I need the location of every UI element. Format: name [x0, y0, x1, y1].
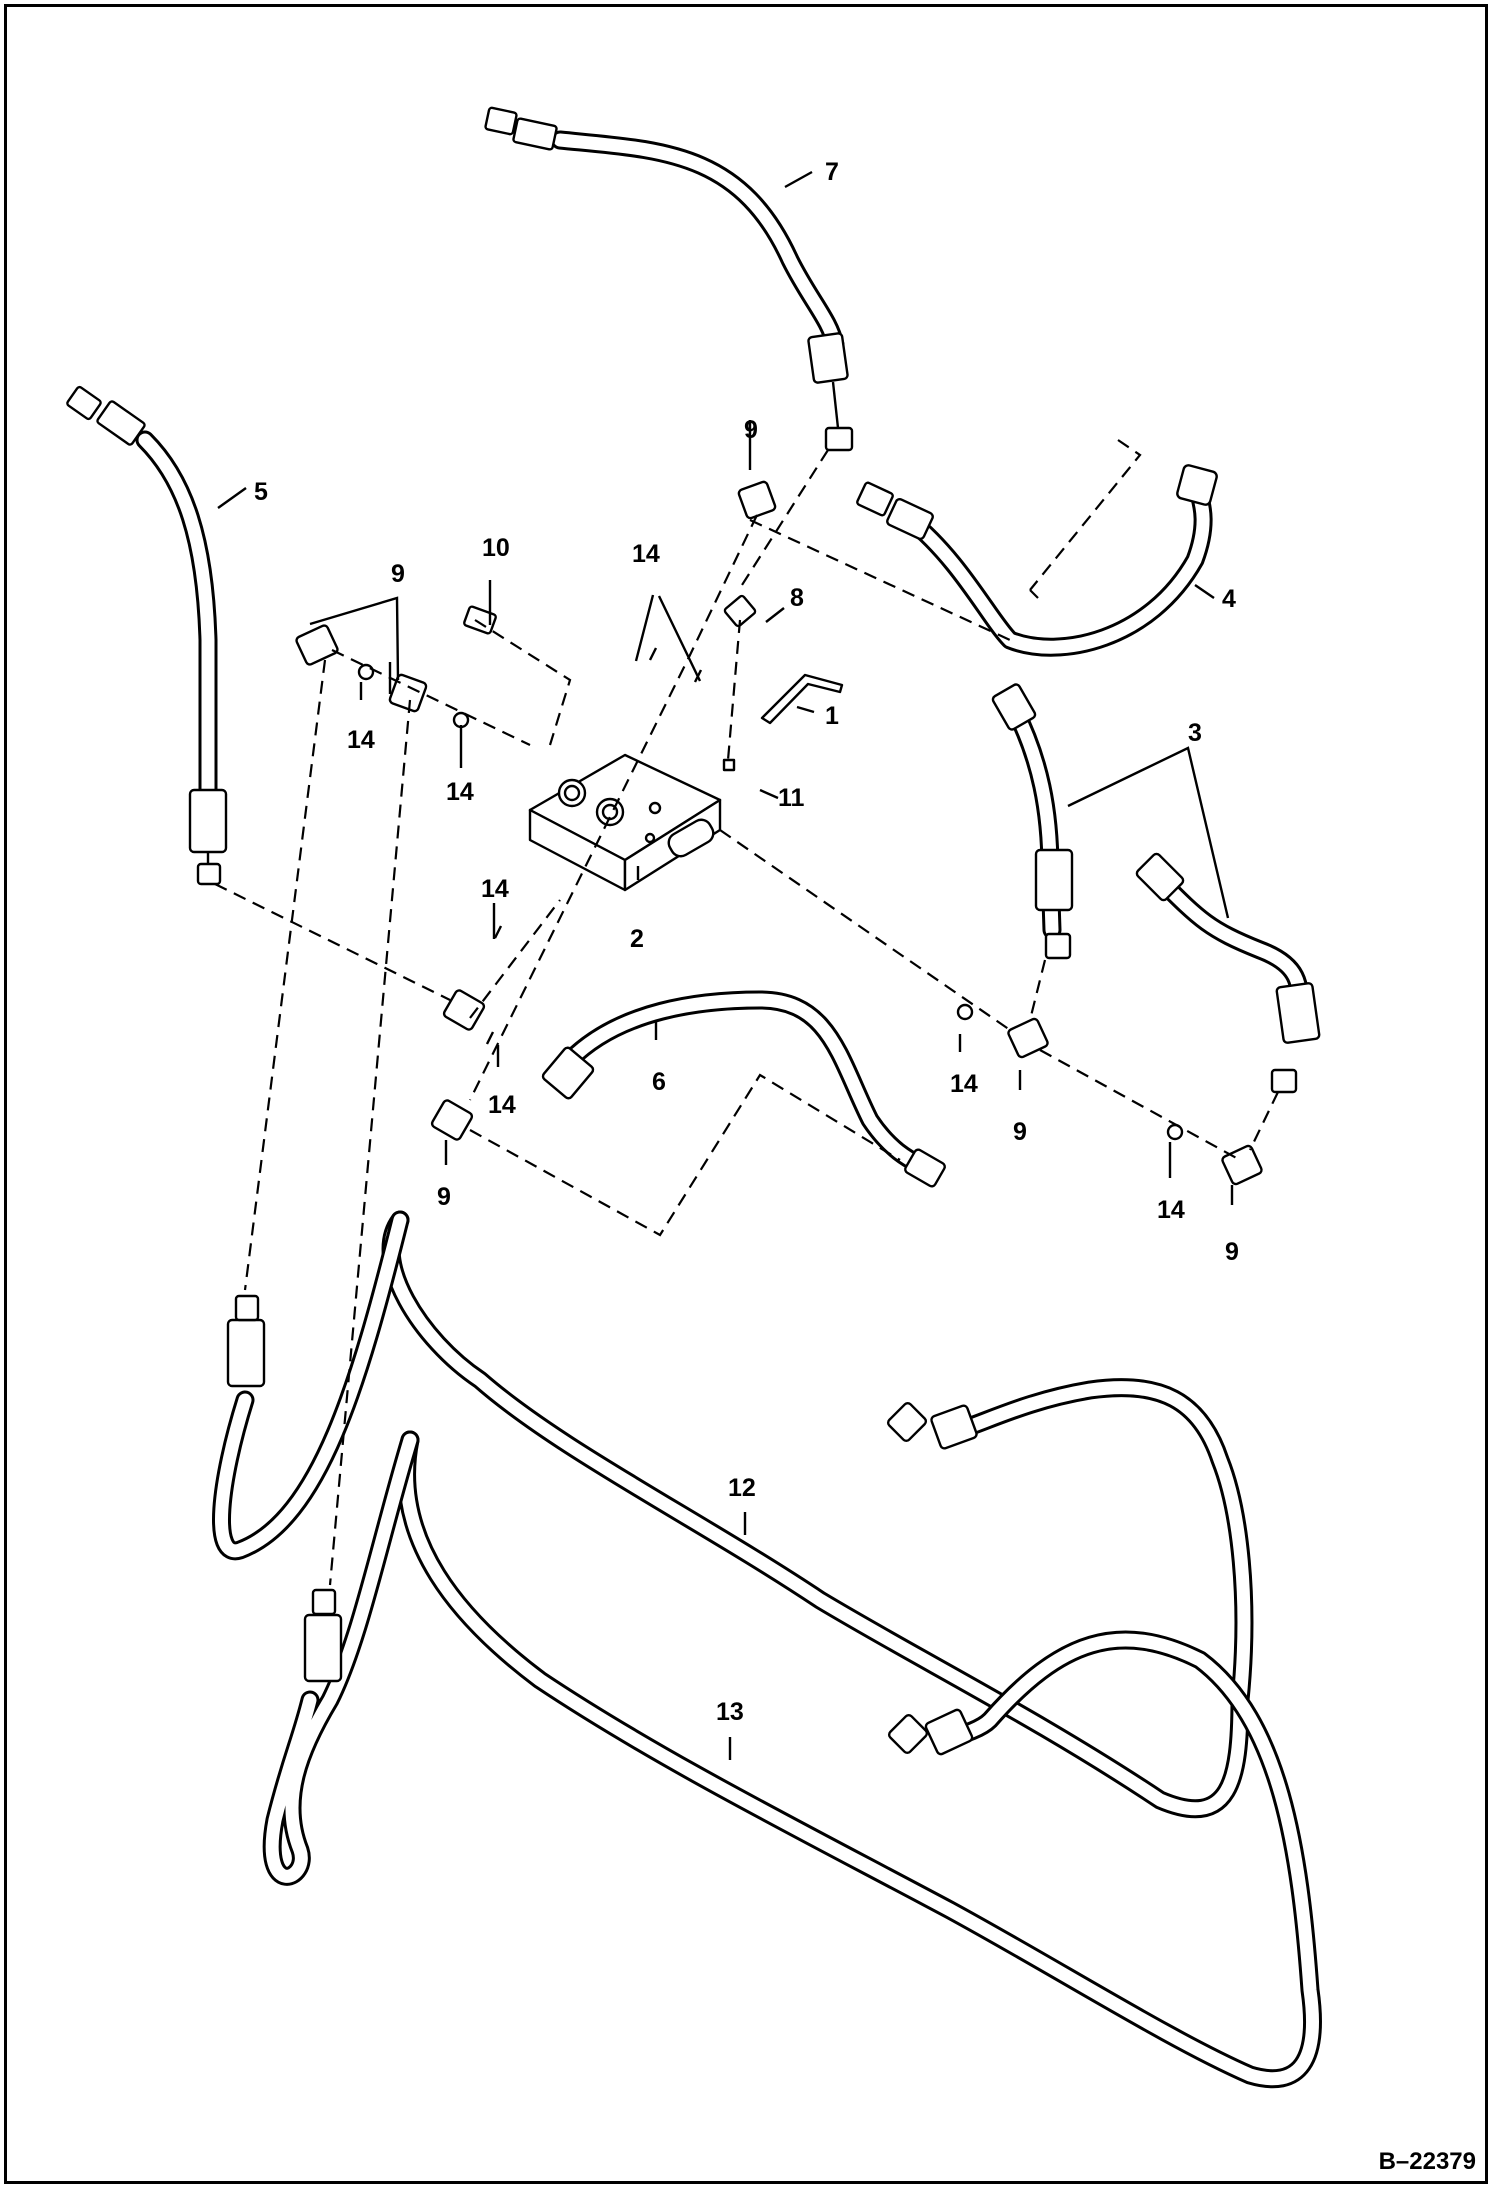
callout-9: 9 [1013, 1118, 1027, 1146]
small-parts [463, 594, 844, 772]
callout-4: 4 [1222, 585, 1236, 613]
callout-2: 2 [630, 925, 644, 953]
callout-9: 9 [391, 560, 405, 588]
hose-5 [66, 385, 228, 886]
callout-14: 14 [1157, 1196, 1185, 1224]
hose-4 [856, 464, 1218, 657]
hose-12 [212, 1210, 1254, 1819]
callout-8: 8 [790, 584, 804, 612]
callout-9: 9 [744, 416, 758, 444]
assembly-leader-lines [214, 439, 1279, 1586]
callout-14: 14 [347, 726, 375, 754]
callout-14: 14 [446, 778, 474, 806]
diagram-border [4, 4, 1488, 2184]
callout-10: 10 [482, 534, 510, 562]
hose-7 [484, 106, 854, 452]
drawing-reference-code: B–22379 [1378, 2148, 1476, 2175]
callout-3: 3 [1188, 719, 1202, 747]
elbow-fittings-9 [295, 480, 1263, 1186]
callout-11: 11 [778, 784, 805, 812]
callout-9: 9 [437, 1183, 451, 1211]
callout-12: 12 [728, 1474, 756, 1502]
callout-5: 5 [254, 478, 268, 506]
hose-13 [262, 1430, 1322, 2089]
hose-3b [1135, 852, 1321, 1094]
hose-3a [991, 683, 1074, 960]
callout-leader-lines [217, 170, 1234, 1760]
manifold-valve [528, 753, 722, 892]
callout-6: 6 [652, 1068, 666, 1096]
callout-14: 14 [488, 1091, 516, 1119]
callout-7: 7 [825, 158, 839, 186]
callout-9: 9 [1225, 1238, 1239, 1266]
callout-14: 14 [481, 875, 509, 903]
callout-14: 14 [950, 1070, 978, 1098]
hose-6 [541, 990, 946, 1188]
callout-14: 14 [632, 540, 660, 568]
callout-13: 13 [716, 1698, 744, 1726]
callout-1: 1 [825, 702, 839, 730]
